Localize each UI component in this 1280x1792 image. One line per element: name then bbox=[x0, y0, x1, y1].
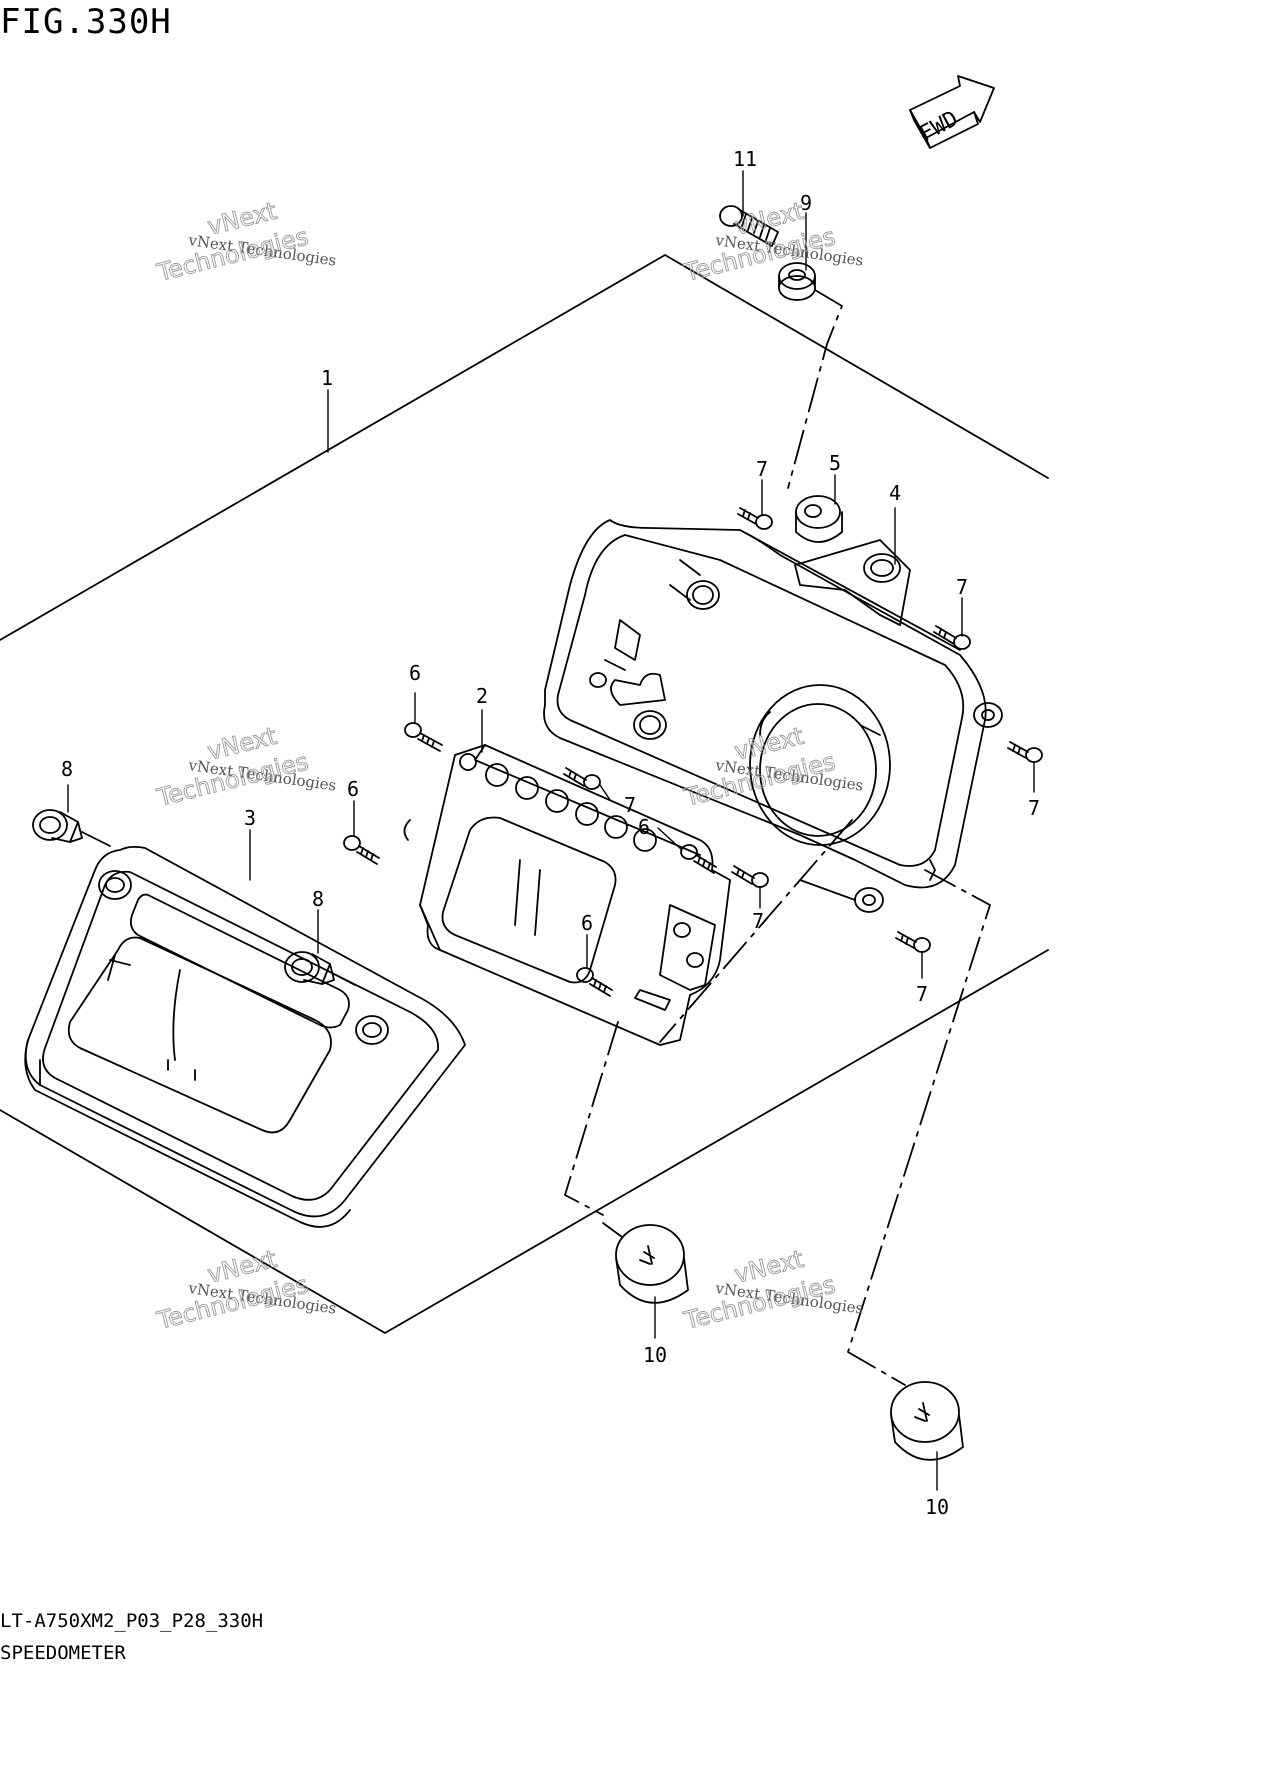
callout-3: 3 bbox=[244, 806, 256, 830]
callout-7-c: 7 bbox=[1028, 796, 1040, 820]
callout-labels: 11 9 1 5 4 7 7 7 7 7 7 2 6 6 6 6 8 3 8 1… bbox=[61, 147, 1040, 1519]
part-7-screw-d bbox=[563, 767, 601, 790]
meter-case-rear bbox=[543, 519, 1003, 913]
part-6-screw-d bbox=[576, 967, 613, 997]
centerline-case-2 bbox=[659, 819, 853, 1043]
part-8-screw-left bbox=[32, 809, 111, 847]
model-code: LT-A750XM2_P03_P28_330H bbox=[0, 1610, 264, 1632]
callout-5: 5 bbox=[829, 451, 841, 475]
leader-lines bbox=[67, 170, 1035, 1491]
callout-6-d: 6 bbox=[581, 911, 593, 935]
callout-7-f: 7 bbox=[916, 982, 928, 1006]
watermark-6: vNext vNext Technologies Technologies bbox=[680, 1244, 864, 1335]
part-7-screw-c bbox=[1007, 741, 1043, 763]
part-7-screw-e bbox=[731, 865, 769, 888]
callout-9: 9 bbox=[800, 191, 812, 215]
centerline-bulb-right bbox=[847, 869, 991, 1386]
part-9-grommet bbox=[778, 262, 816, 301]
part-2-meter-unit bbox=[403, 744, 731, 1046]
part-6-screw-c bbox=[680, 844, 717, 874]
callout-6-b: 6 bbox=[347, 777, 359, 801]
part-6-screw-a bbox=[404, 722, 443, 752]
centerline-9-5 bbox=[787, 289, 843, 489]
part-7-screw-f bbox=[895, 931, 931, 953]
callout-1: 1 bbox=[321, 366, 333, 390]
callout-11: 11 bbox=[733, 147, 757, 171]
callout-7-e: 7 bbox=[752, 909, 764, 933]
part-7-screw-a bbox=[737, 507, 773, 530]
callout-4: 4 bbox=[889, 481, 901, 505]
assembly-outline-part-1 bbox=[0, 254, 1049, 1334]
led-holes bbox=[459, 753, 657, 852]
callout-10-b: 10 bbox=[925, 1495, 949, 1519]
figure-title: FIG.330H bbox=[0, 2, 172, 42]
part-11-screw bbox=[719, 205, 779, 247]
callout-10-a: 10 bbox=[643, 1343, 667, 1367]
part-6-screw-b bbox=[343, 835, 380, 865]
part-4-bracket bbox=[794, 539, 911, 626]
part-3-lens-cover bbox=[24, 845, 466, 1228]
callout-7-d: 7 bbox=[624, 793, 636, 817]
callout-8-b: 8 bbox=[312, 887, 324, 911]
watermark-1: vNext vNext Technologies Technologies bbox=[153, 196, 337, 287]
part-8-screw-right bbox=[284, 951, 356, 986]
watermark-3: vNext vNext Technologies Technologies bbox=[153, 721, 337, 812]
callout-2: 2 bbox=[476, 684, 488, 708]
part-5-cushion bbox=[795, 495, 843, 543]
callout-6-a: 6 bbox=[409, 661, 421, 685]
callout-6-c: 6 bbox=[638, 815, 650, 839]
watermark-2: vNext vNext Technologies Technologies bbox=[680, 196, 864, 287]
callout-8-a: 8 bbox=[61, 757, 73, 781]
watermark-group: vNext vNext Technologies Technologies vN… bbox=[153, 196, 864, 1335]
centerline-bulb-left bbox=[564, 1021, 619, 1216]
part-10-bulb-left bbox=[615, 1224, 689, 1304]
forward-arrow-icon bbox=[909, 75, 995, 149]
part-10-bulb-right bbox=[890, 1381, 964, 1461]
watermark-4: vNext vNext Technologies Technologies bbox=[680, 721, 864, 812]
centerline-bulb-left-b bbox=[602, 1222, 623, 1238]
callout-7-b: 7 bbox=[956, 575, 968, 599]
callout-7-a: 7 bbox=[756, 457, 768, 481]
section-name: SPEEDOMETER bbox=[0, 1642, 126, 1664]
